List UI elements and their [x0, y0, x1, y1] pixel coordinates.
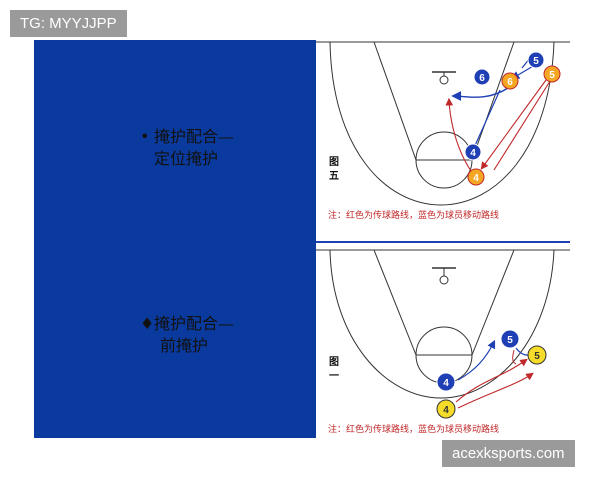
bottom-player-blue-5: 5 — [500, 329, 520, 349]
top-player-blue-4: 4 — [464, 143, 482, 161]
bottom-player-yellow-5: 5 — [527, 345, 547, 365]
top-player-blue-6: 6 — [473, 68, 491, 86]
top-pass-line-2 — [480, 79, 547, 170]
top-player-blue-5-num: 5 — [533, 56, 539, 67]
top-legend-note: 注：红色为传球路线，蓝色为球员移动路线 — [328, 211, 500, 221]
top-screen-line-4 — [472, 89, 501, 151]
bottom-pass-line-2 — [457, 372, 534, 409]
top-player-orange-5: 5 — [543, 65, 561, 83]
top-three-point-arc — [329, 41, 555, 206]
item1-line2: 定位掩护 — [154, 149, 219, 168]
diagram-panel: 5 6 6 5 4 4 — [316, 40, 570, 438]
top-player-orange-4: 4 — [467, 168, 485, 186]
top-figure-label: 图 五 — [328, 156, 340, 184]
top-lane-left — [373, 41, 417, 161]
bottom-figure-label-line2: 一 — [329, 371, 339, 382]
bottom-legend-note: 注：红色为传球路线，蓝色为球员移动路线 — [328, 425, 500, 435]
top-player-orange-4-num: 4 — [473, 173, 479, 184]
bottom-player-yellow-4-num: 4 — [443, 405, 449, 416]
top-player-blue-5: 5 — [527, 51, 545, 69]
bottom-lane-left — [373, 249, 417, 356]
item2-line1: 掩护配合— — [154, 314, 235, 333]
bullet-dot: • — [140, 127, 150, 146]
top-figure-label-line1: 图 — [329, 157, 339, 168]
top-lane-right — [471, 41, 515, 161]
bottom-figure-label-line1: 图 — [329, 357, 339, 368]
bottom-player-blue-4: 4 — [436, 372, 456, 392]
bullet-diamond: ♦ — [140, 314, 155, 333]
top-player-blue-6-num: 6 — [479, 73, 485, 84]
bottom-player-blue-5-num: 5 — [507, 335, 513, 346]
bottom-lane-right — [471, 249, 515, 356]
item2-line2: 前掩护 — [160, 336, 209, 355]
bottom-player-yellow-4: 4 — [436, 399, 456, 419]
screen-item-front: ♦掩护配合— 前掩护 — [140, 313, 234, 357]
top-pass-line-1 — [445, 97, 474, 175]
top-player-orange-5-num: 5 — [549, 70, 555, 81]
bottom-three-point-arc — [329, 249, 555, 399]
bottom-pass-line-1 — [455, 358, 528, 403]
court-diagrams-svg: 5 6 6 5 4 4 — [316, 41, 570, 419]
bottom-move-line-4 — [457, 339, 496, 381]
screen-item-fixed: •掩护配合— 定位掩护 — [140, 126, 234, 170]
item1-line1: 掩护配合— — [154, 127, 235, 146]
bottom-figure-label: 图 一 — [328, 356, 340, 384]
left-blue-panel — [34, 40, 316, 438]
watermark-site-label: acexksports.com — [442, 440, 575, 467]
top-player-orange-6-num: 6 — [507, 77, 513, 88]
top-player-blue-4-num: 4 — [470, 148, 476, 159]
watermark-top-label: TG: MYYJJPP — [10, 10, 127, 37]
bottom-hoop — [439, 275, 449, 285]
bottom-player-blue-4-num: 4 — [443, 378, 449, 389]
bottom-court — [316, 249, 570, 409]
top-figure-label-line2: 五 — [329, 171, 339, 182]
top-move-line-6 — [451, 87, 509, 101]
top-player-orange-6: 6 — [501, 72, 519, 90]
top-court — [316, 41, 570, 206]
top-hoop — [439, 75, 449, 85]
bottom-player-yellow-5-num: 5 — [534, 351, 540, 362]
